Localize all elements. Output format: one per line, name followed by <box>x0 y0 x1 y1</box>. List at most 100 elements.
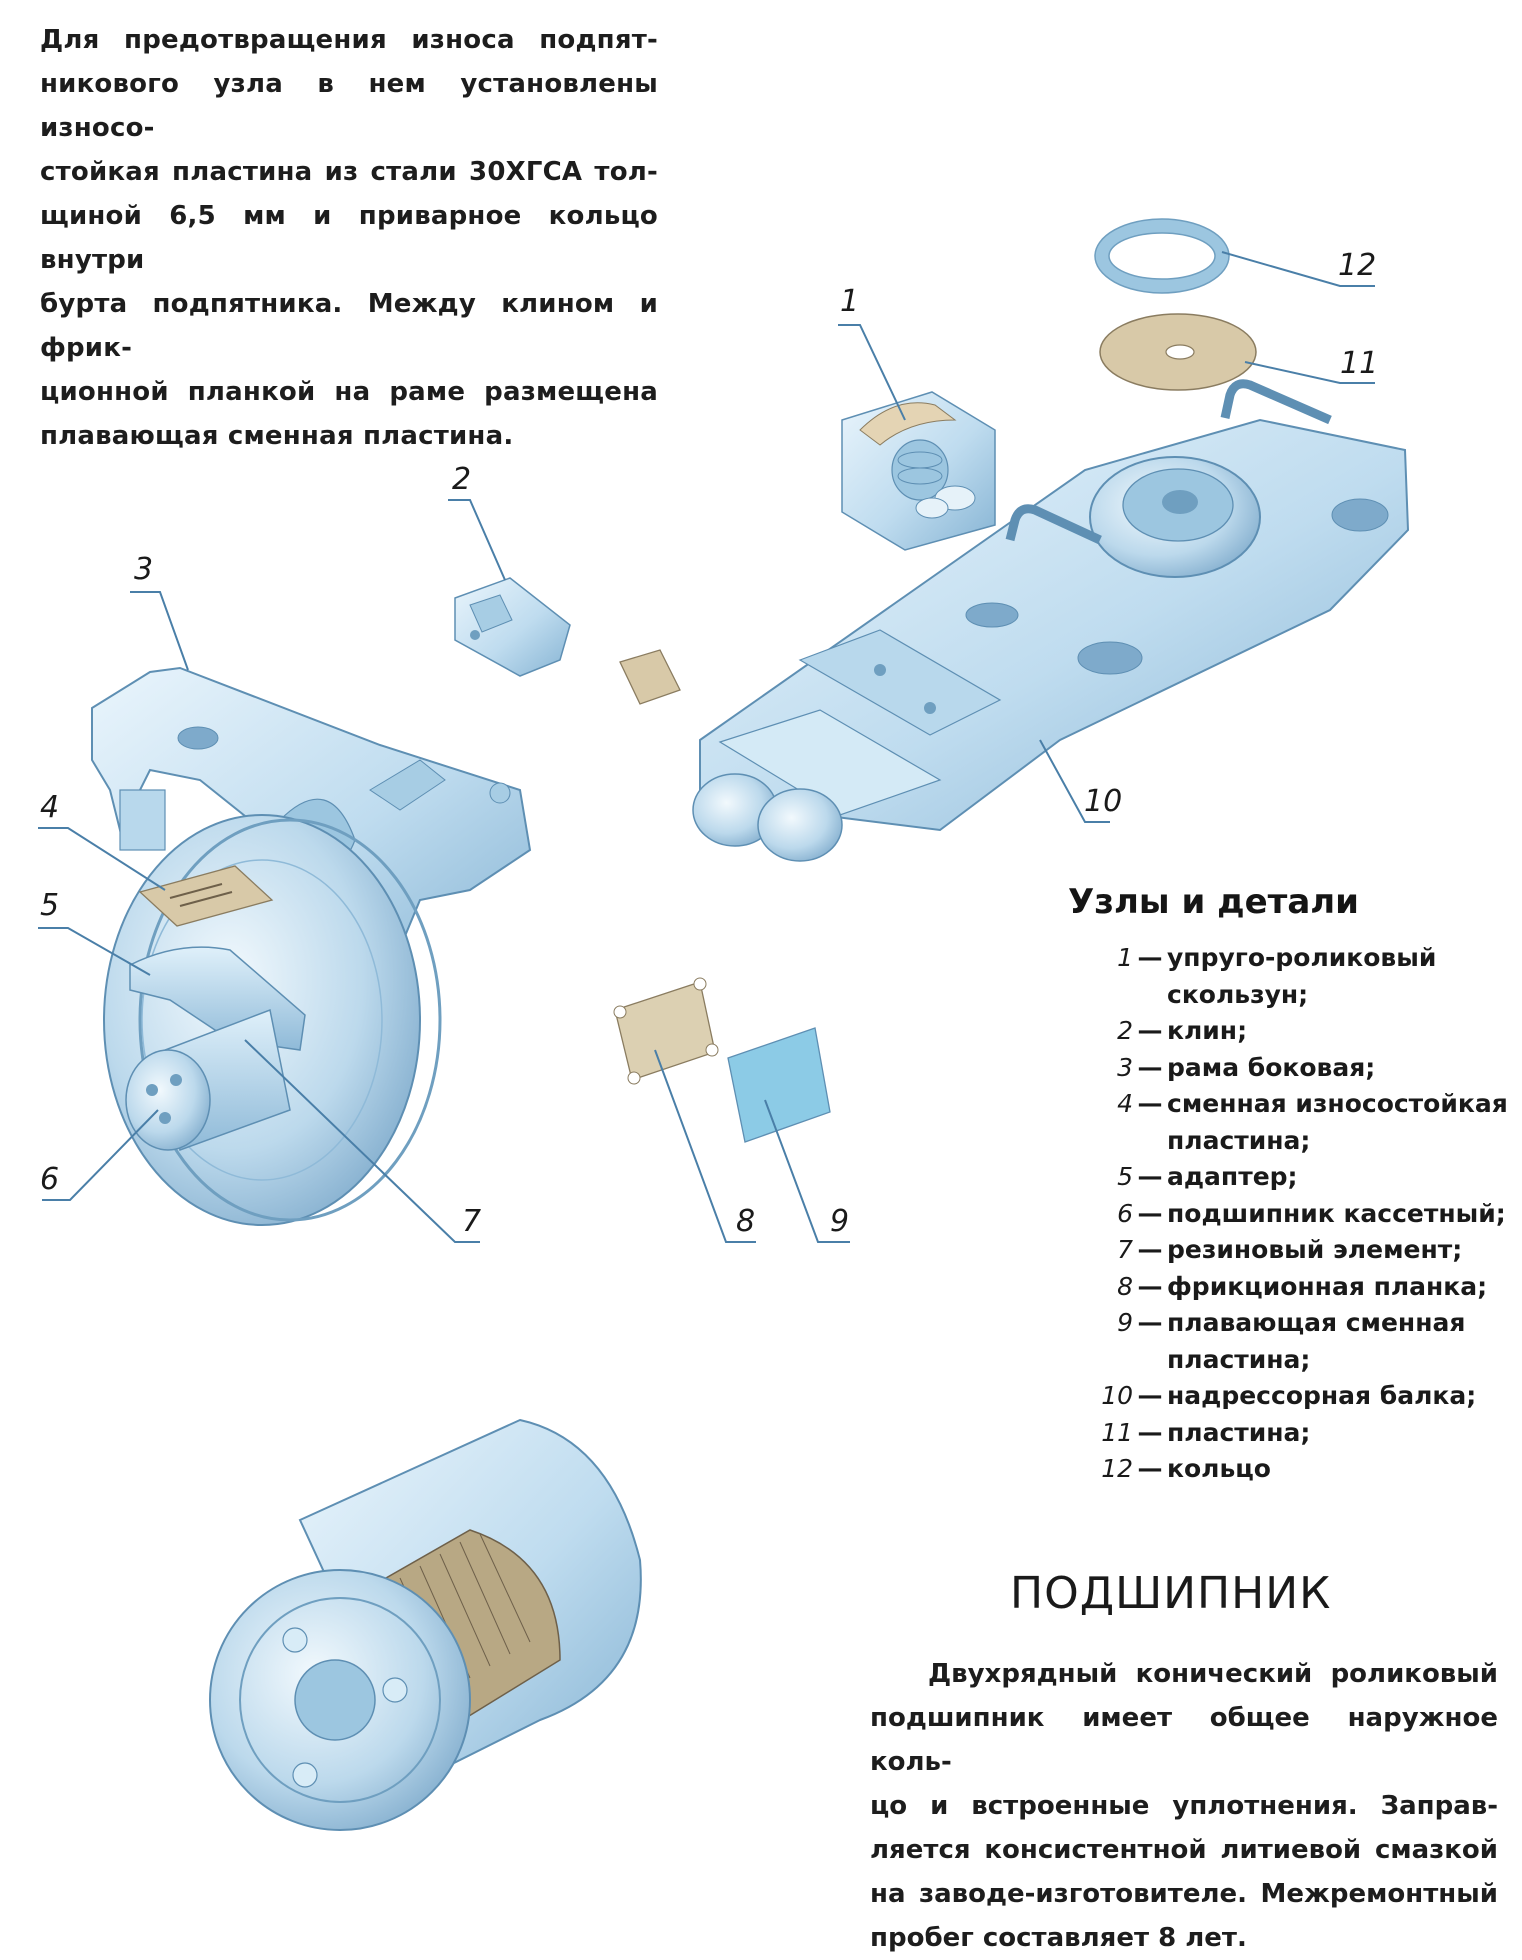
wedge-part-2 <box>454 577 571 677</box>
legend-title: Узлы и детали <box>1068 882 1360 922</box>
legend-item-dash: — <box>1137 1089 1163 1118</box>
cassette-bearing-part-6 <box>125 1008 291 1152</box>
bearing-section-title: ПОДШИПНИК <box>1010 1568 1332 1619</box>
legend-item-dash: — <box>1137 1052 1163 1082</box>
legend-item: 10—надрессорная балка; <box>1068 1378 1508 1415</box>
callout-2: 2 <box>452 462 472 497</box>
leader-line-5 <box>38 927 151 976</box>
legend-item: 8—фрикционная планка; <box>1068 1269 1508 1306</box>
floating-plate-part-9 <box>727 1027 831 1143</box>
legend-item-text: плавающая сменная <box>1167 1308 1466 1337</box>
legend-item: пластина; <box>1068 1123 1508 1160</box>
side-bearer-part-1 <box>841 391 996 551</box>
leader-line-2 <box>448 499 506 581</box>
bearing-cutaway-illustration <box>209 1418 642 1831</box>
bolster-part-10 <box>692 379 1410 862</box>
plate-part-11 <box>1099 313 1257 391</box>
leader-line-11 <box>1244 361 1375 384</box>
legend-item: 2—клин; <box>1068 1013 1508 1050</box>
intro-line: щиной 6,5 мм и приварное кольцо внутри <box>40 201 658 275</box>
callout-8: 8 <box>736 1204 756 1239</box>
ring-part-12 <box>1094 218 1230 294</box>
legend-item-number: 4 <box>1117 1089 1133 1118</box>
legend-item-text: пластина; <box>1167 1417 1311 1447</box>
leader-line-10 <box>1039 739 1110 823</box>
legend-item-number: 12 <box>1101 1454 1133 1483</box>
callout-3: 3 <box>134 552 154 587</box>
legend-item-number: 10 <box>1101 1381 1133 1410</box>
legend-item: 9—плавающая сменная <box>1068 1305 1508 1342</box>
legend-item-dash <box>1133 977 1167 1014</box>
legend-item-text: рама боковая; <box>1167 1052 1376 1082</box>
legend-item-number <box>1068 977 1133 1014</box>
intro-line: ционной планкой на раме размещена <box>40 377 658 407</box>
legend-item: 12—кольцо <box>1068 1451 1508 1488</box>
legend-item: 6—подшипник кассетный; <box>1068 1196 1508 1233</box>
legend-item: скользун; <box>1068 977 1508 1014</box>
legend-item-number: 7 <box>1117 1235 1133 1264</box>
legend-item-dash: — <box>1137 1308 1163 1337</box>
intro-line: бурта подпятника. Между клином и фрик- <box>40 289 658 363</box>
intro-line: плавающая сменная пластина. <box>40 421 514 451</box>
legend-item-text: пластина; <box>1167 1125 1311 1155</box>
intro-paragraph: Для предотвращения износа подпят- никово… <box>40 18 658 458</box>
legend-item-dash: — <box>1137 1381 1163 1410</box>
legend-item-dash: — <box>1137 943 1163 972</box>
bearing-line: подшипник имеет общее наружное коль- <box>870 1703 1498 1777</box>
leader-line-3 <box>130 591 189 671</box>
legend-item-text: фрикционная планка; <box>1167 1271 1488 1301</box>
legend-item-dash: — <box>1137 1235 1163 1264</box>
legend-item: пластина; <box>1068 1342 1508 1379</box>
leader-line-7 <box>244 1039 480 1243</box>
friction-plank-part-8 <box>613 977 719 1085</box>
legend-item-number: 3 <box>1117 1052 1133 1082</box>
legend-item-number: 11 <box>1101 1417 1133 1447</box>
callout-9: 9 <box>830 1204 850 1239</box>
callout-6: 6 <box>40 1162 60 1197</box>
intro-line: Для предотвращения износа подпят- <box>40 25 658 55</box>
leader-line-8 <box>654 1049 756 1243</box>
small-plate <box>619 649 681 705</box>
legend-item: 11—пластина; <box>1068 1415 1508 1452</box>
leader-line-1 <box>838 324 906 421</box>
legend-item-text: кольцо <box>1167 1454 1271 1483</box>
callout-7: 7 <box>462 1204 482 1239</box>
legend-item: 1—упруго-роликовый <box>1068 940 1508 977</box>
legend-item-dash <box>1133 1123 1167 1160</box>
legend-item: 7—резиновый элемент; <box>1068 1232 1508 1269</box>
bearing-line: Двухрядный конический роликовый <box>928 1659 1498 1689</box>
bearing-line: ляется консистентной литиевой смазкой <box>870 1835 1498 1865</box>
legend-item-dash: — <box>1137 1016 1163 1045</box>
bearing-line: пробег составляет 8 лет. <box>870 1923 1247 1953</box>
legend-item-text: надрессорная балка; <box>1167 1381 1477 1410</box>
legend-item-dash: — <box>1137 1271 1163 1301</box>
legend-item-number: 2 <box>1117 1016 1133 1045</box>
legend-item-dash: — <box>1137 1198 1163 1228</box>
bearing-line: на заводе-изготовителе. Межремонтный <box>870 1879 1498 1909</box>
leader-line-12 <box>1221 251 1375 287</box>
legend-item-text: резиновый элемент; <box>1167 1235 1463 1264</box>
callout-5: 5 <box>40 888 60 923</box>
wear-plate-part-4 <box>138 865 274 927</box>
legend-item-number <box>1068 1123 1133 1160</box>
callout-11: 11 <box>1340 346 1379 381</box>
legend-item-number: 6 <box>1117 1198 1133 1228</box>
callout-4: 4 <box>40 790 60 825</box>
legend-item: 5—адаптер; <box>1068 1159 1508 1196</box>
legend-item-text: упруго-роликовый <box>1167 943 1437 972</box>
intro-line: стойкая пластина из стали 30ХГСА тол- <box>40 157 658 187</box>
legend-item-dash: — <box>1137 1162 1163 1191</box>
callout-1: 1 <box>840 284 860 319</box>
legend-item-number: 9 <box>1117 1308 1133 1337</box>
leader-line-6 <box>42 1109 159 1201</box>
legend-item: 4—сменная износостойкая <box>1068 1086 1508 1123</box>
callout-10: 10 <box>1084 784 1123 819</box>
legend-item-dash: — <box>1137 1454 1163 1483</box>
legend-item-number: 8 <box>1117 1271 1133 1301</box>
legend-item-text: пластина; <box>1167 1344 1311 1374</box>
callout-12: 12 <box>1338 248 1377 283</box>
legend-item-number: 5 <box>1117 1162 1133 1191</box>
